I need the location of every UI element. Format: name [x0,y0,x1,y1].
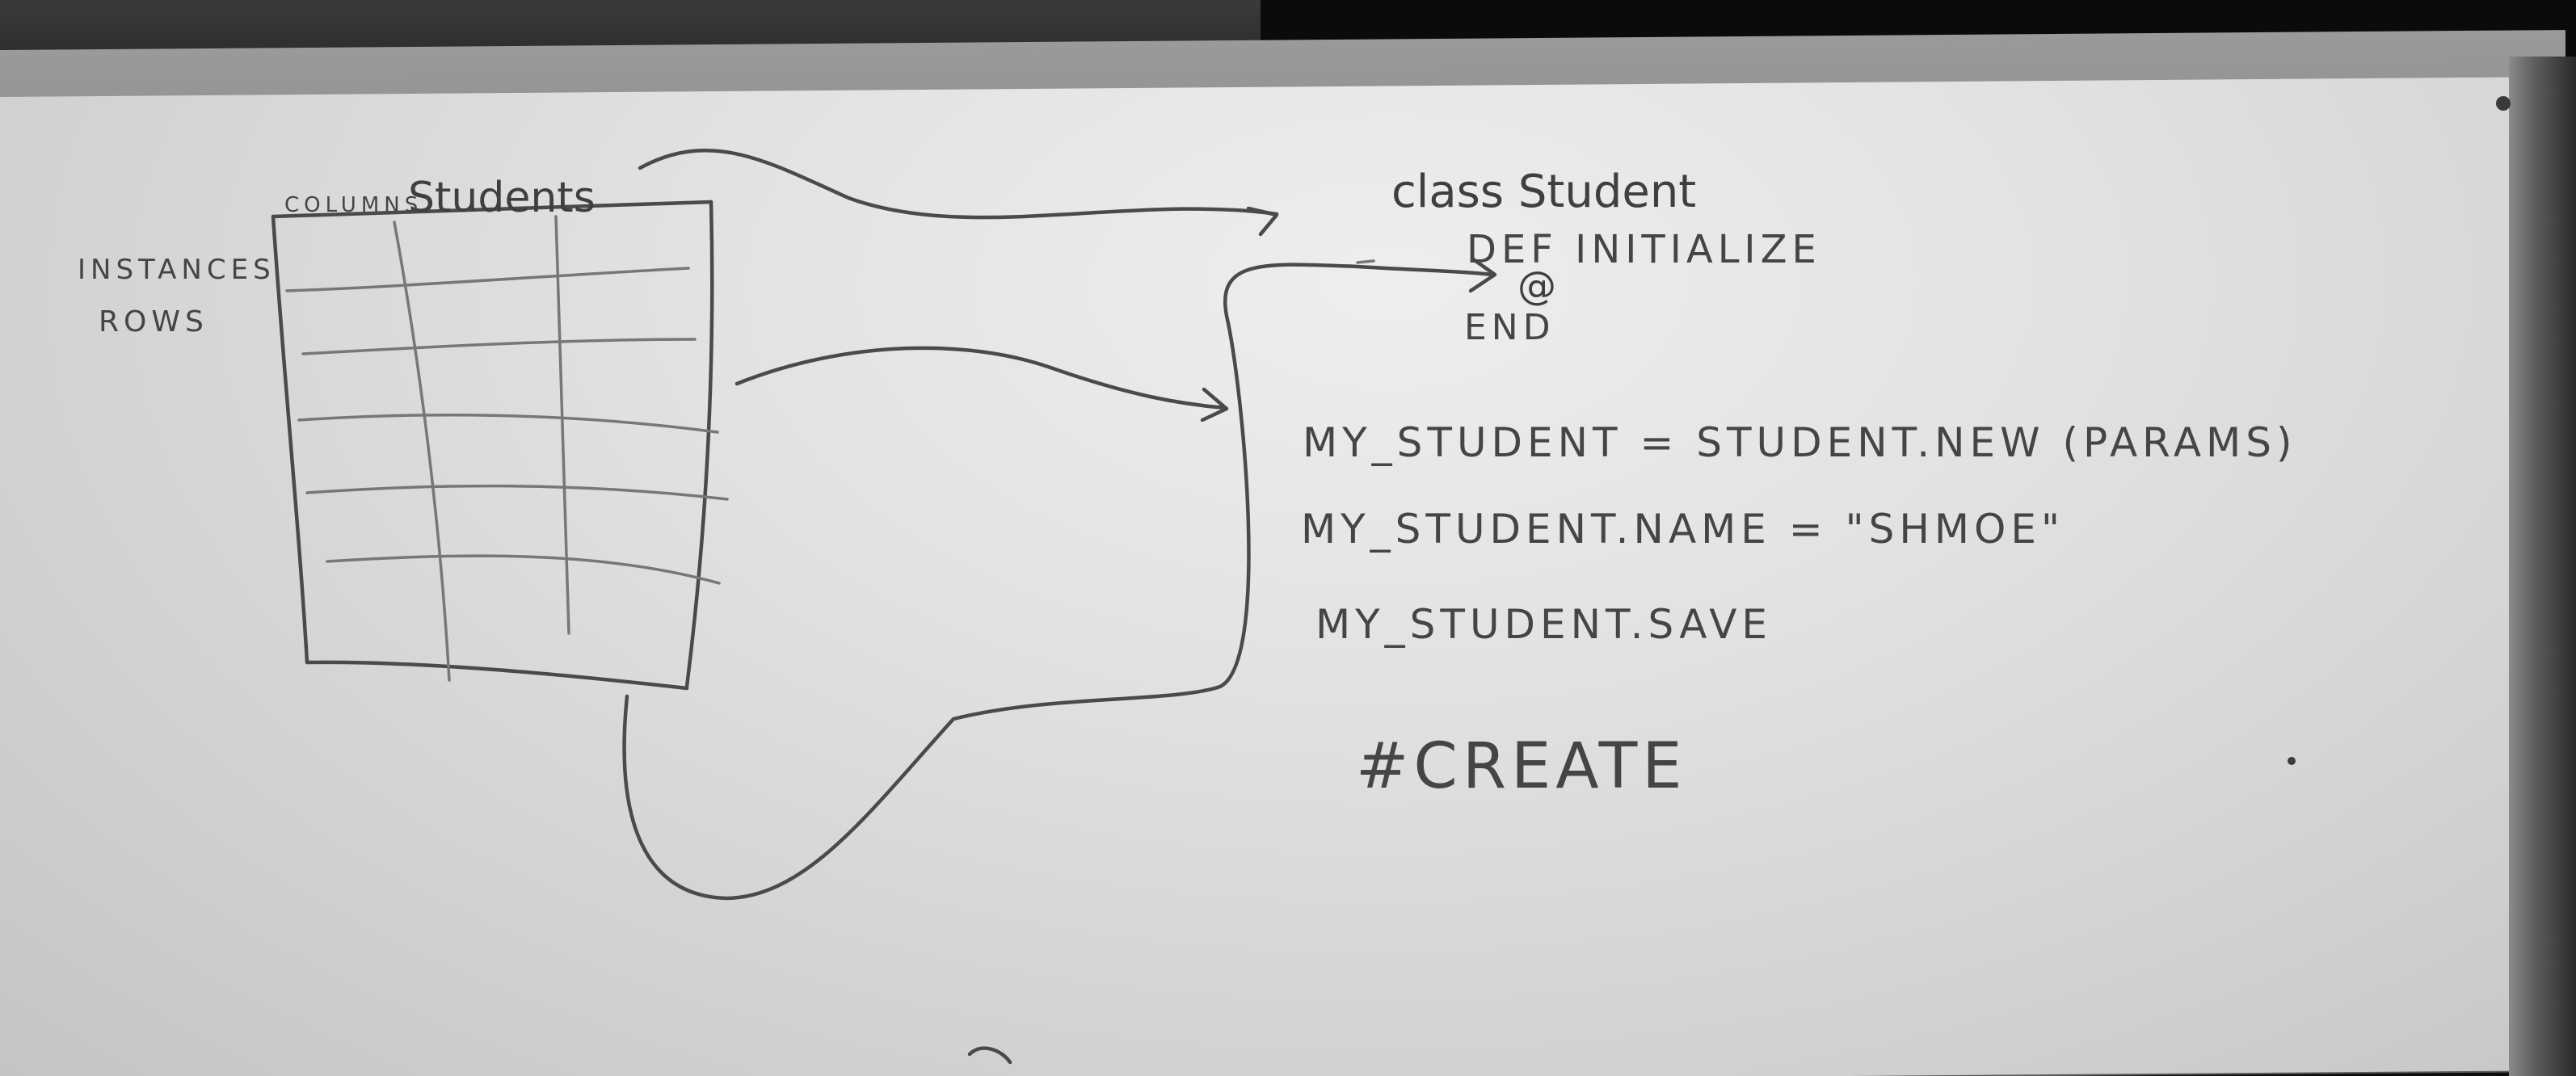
code-line-save: MY_STUDENT.SAVE [1315,601,1772,648]
def-initialize-line: DEF INITIALIZE [1467,227,1821,272]
rows-label: ROWS [99,305,208,338]
table-left-line [271,214,309,665]
table-row-line [297,414,719,434]
arrow-head-icon [1246,206,1279,237]
screw-icon [2496,96,2511,111]
table-column-divider [393,221,451,682]
arrow-rows-to-instance [734,346,1227,410]
arrow-tick [1356,259,1375,264]
arrow-head-icon [1468,256,1497,293]
table-row-line [285,267,690,292]
arrow-head-icon [1200,387,1229,422]
table-title: Students [408,174,596,222]
code-line-new: MY_STUDENT = STUDENT.NEW (PARAMS) [1303,419,2296,466]
instances-label: INSTANCES [78,254,276,286]
board-spot [2288,757,2296,765]
whiteboard-right-edge [2509,57,2576,1076]
table-top-line [271,200,713,219]
arrows [622,149,1497,901]
arrow-title-to-class [638,149,1279,220]
code-line-name: MY_STUDENT.NAME = "SHMOE" [1301,506,2065,553]
instance-var-symbol: @ [1517,263,1556,309]
eraser-smudge [967,1046,1012,1065]
columns-label: COLUMNS [284,193,423,217]
table-row-line [301,338,697,355]
table-bottom-line [305,660,689,691]
table-row-line [326,554,721,585]
arrow-loop-to-initialize [622,263,1496,901]
table-right-line [684,200,714,689]
end-line: END [1464,307,1555,348]
table-column-divider [554,215,570,635]
create-hashtag: #CREATE [1356,730,1687,803]
table-sketch [271,200,729,691]
class-line: class Student [1391,166,1696,218]
table-row-line [305,484,729,501]
